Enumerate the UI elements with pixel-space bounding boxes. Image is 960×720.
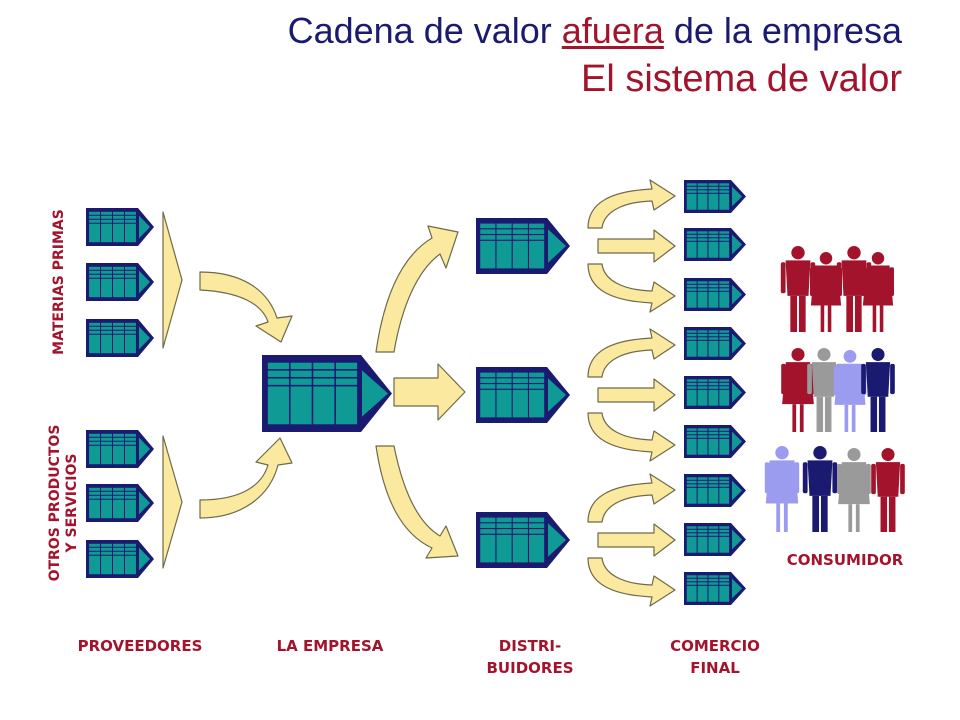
diagram-subtitle: El sistema de valor [580,58,902,100]
label-other-line1: OTROS PRODUCTOS [47,424,63,582]
consumer-people [764,246,905,532]
retail-chevron-6 [684,425,746,458]
column-label-suppliers: PROVEEDORES [77,637,203,655]
supplier-funnel-other-arrow [162,435,183,569]
company-to-distributor-arrow-straight [393,363,466,421]
retail-chevron-3 [684,278,746,311]
supplier-chevron-raw-1 [86,208,154,246]
label-other-line2: Y SERVICIOS [64,453,80,553]
distributor-3-retail-arrow-up [587,473,676,523]
label-other-products: OTROS PRODUCTOS Y SERVICIOS [47,403,83,603]
consumer-person-12 [871,448,905,532]
distributor-2-retail-arrow-straight [597,378,676,412]
column-label-distributors-line2: BUIDORES [486,659,574,677]
column-label-retail: COMERCIO FINAL [645,635,785,679]
distributor-2-retail-arrow-up [587,328,676,378]
label-raw-materials: MATERIAS PRIMAS [51,209,67,355]
column-label-company: LA EMPRESA [276,637,384,655]
chevrons-layer [86,180,746,605]
supplier-chevron-other-2 [86,484,154,522]
arrows-layer [162,179,676,607]
retail-chevron-8 [684,523,746,556]
column-label-retail-line2: FINAL [690,659,740,677]
supplier-chevron-raw-3 [86,319,154,357]
supplier-to-company-arrow-lower [199,437,293,519]
consumer-person-1 [780,246,816,332]
company-chevron [262,355,392,432]
distributor-3-retail-arrow-down [587,557,676,607]
title-suffix: de la empresa [663,10,902,51]
consumer-person-9 [764,446,800,532]
consumer-person-11 [837,448,871,532]
distributor-2-retail-arrow-down [587,412,676,462]
diagram-title: Cadena de valor afuera de la empresa [288,10,902,52]
title-prefix: Cadena de valor [287,10,562,51]
supplier-chevron-other-1 [86,430,154,468]
column-label-distributors-line1: DISTRI- [498,637,562,655]
distributor-chevron-2 [476,367,570,423]
distributor-3-retail-arrow-straight [597,523,676,557]
consumer-person-5 [781,348,815,432]
consumer-person-8 [861,348,895,432]
company-to-distributor-arrow-down [375,445,459,559]
distributor-1-retail-arrow-down [587,263,676,313]
distributor-1-retail-arrow-straight [597,229,676,263]
company-to-distributor-arrow-up [375,225,459,353]
title-highlight: afuera [561,10,664,51]
supplier-to-company-arrow-upper [199,271,293,343]
distributor-chevron-3 [476,512,570,568]
consumer-person-10 [802,446,838,532]
distributor-1-retail-arrow-up [587,179,676,229]
retail-chevron-9 [684,572,746,605]
column-label-distributors: DISTRI- BUIDORES [460,635,600,679]
distributor-chevron-1 [476,218,570,274]
retail-chevron-1 [684,180,746,213]
retail-chevron-7 [684,474,746,507]
column-label-consumer: CONSUMIDOR [786,551,904,569]
retail-chevron-4 [684,327,746,360]
supplier-chevron-raw-2 [86,263,154,301]
consumer-person-3 [836,246,872,332]
retail-chevron-2 [684,228,746,261]
supplier-funnel-raw-arrow [162,211,183,349]
supplier-chevron-other-3 [86,540,154,578]
consumer-person-4 [862,252,894,332]
column-label-retail-line1: COMERCIO [670,637,760,655]
retail-chevron-5 [684,376,746,409]
